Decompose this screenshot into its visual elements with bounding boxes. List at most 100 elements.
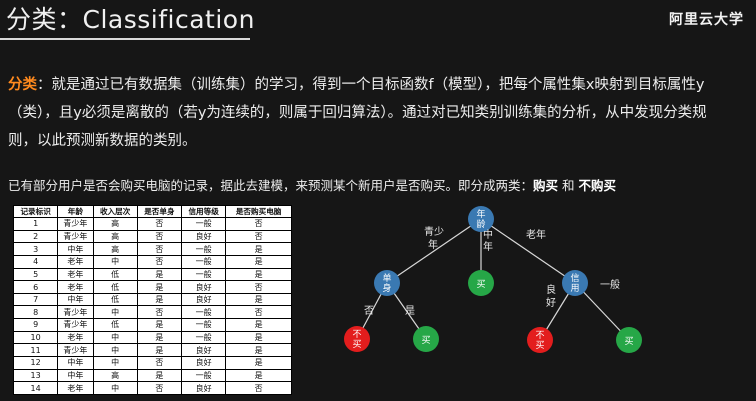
cell-income: 高 — [92, 368, 138, 383]
cell-income: 低 — [92, 267, 138, 282]
cell-age: 中年 — [57, 368, 94, 383]
node-single-label-2: 身 — [382, 282, 391, 294]
cell-single: 否 — [136, 254, 183, 269]
cell-income: 高 — [92, 229, 138, 244]
cell-buys: 否 — [225, 217, 292, 231]
cell-age: 青少年 — [57, 229, 94, 244]
cell-credit: 一般 — [181, 254, 227, 269]
leaf-nobuy-right-label-2: 买 — [535, 340, 544, 351]
cell-income: 中 — [92, 356, 138, 370]
cell-credit: 一般 — [181, 330, 227, 345]
edge-label-yes: 是 — [405, 305, 415, 317]
cell-single: 否 — [136, 381, 183, 395]
tree-node-credit: 信 用 — [562, 270, 588, 296]
page-title: 分类：Classification — [6, 5, 255, 34]
cell-single: 是 — [136, 318, 183, 332]
cell-credit: 良好 — [181, 343, 227, 358]
table-header-row: 记录标识 年龄 收入层次 是否单身 信用等级 是否购买电脑 — [12, 205, 292, 218]
tree-leaf-nobuy-right: 不 买 — [527, 327, 553, 353]
intro-conj: 和 — [558, 178, 579, 193]
cell-credit: 良好 — [181, 292, 227, 307]
edge-label-youth-2: 年 — [428, 238, 438, 251]
cell-buys: 是 — [225, 368, 292, 383]
edge-credit-buy — [574, 282, 630, 341]
cell-age: 老年 — [57, 267, 94, 282]
edge-label-middle-1: 中 — [483, 228, 493, 241]
class-buy: 购买 — [533, 178, 559, 193]
cell-record-id: 12 — [12, 356, 59, 370]
cell-credit: 一般 — [181, 267, 227, 282]
cell-age: 中年 — [57, 292, 94, 307]
cell-income: 低 — [92, 292, 138, 307]
cell-buys: 否 — [225, 229, 292, 244]
cell-record-id: 10 — [12, 330, 59, 345]
cell-age: 青少年 — [57, 343, 94, 358]
decision-tree: 年 龄 单 身 买 信 用 不 买 买 不 买 买 青少 年 中 年 老年 否 … — [344, 206, 642, 353]
definition-keyword: 分类 — [8, 77, 37, 93]
edge-label-middle-2: 年 — [483, 240, 493, 253]
cell-record-id: 2 — [12, 229, 59, 244]
cell-record-id: 5 — [12, 267, 59, 282]
cell-record-id: 7 — [12, 292, 59, 307]
brand-logo: 阿里云大学 — [669, 12, 744, 28]
cell-single: 否 — [136, 305, 183, 320]
definition-text: ：就是通过已有数据集（训练集）的学习，得到一个目标函数f（模型），把每个属性集x… — [8, 77, 707, 149]
edge-label-normal: 一般 — [600, 278, 620, 291]
cell-age: 青少年 — [57, 305, 94, 320]
cell-single: 是 — [136, 280, 183, 294]
tree-leaf-buy-middle: 买 — [468, 270, 494, 296]
header-income: 收入层次 — [92, 205, 138, 218]
cell-credit: 一般 — [181, 368, 227, 383]
edge-root-credit — [480, 218, 576, 284]
cell-income: 中 — [92, 330, 138, 345]
tree-leaf-buy-right: 买 — [616, 327, 642, 353]
cell-single: 否 — [136, 356, 183, 370]
title-underline — [0, 38, 250, 40]
class-no-buy: 不购买 — [578, 178, 616, 193]
cell-record-id: 6 — [12, 280, 59, 294]
cell-single: 否 — [136, 242, 183, 256]
cell-buys: 否 — [225, 305, 292, 320]
cell-record-id: 4 — [12, 254, 59, 269]
cell-income: 低 — [92, 318, 138, 332]
cell-buys: 是 — [225, 330, 292, 345]
cell-credit: 良好 — [181, 381, 227, 395]
cell-record-id: 9 — [12, 318, 59, 332]
cell-single: 否 — [136, 229, 183, 244]
cell-age: 老年 — [57, 381, 94, 395]
cell-buys: 是 — [225, 343, 292, 358]
node-credit-label-1: 信 — [570, 272, 579, 284]
cell-age: 青少年 — [57, 217, 94, 231]
header-age: 年龄 — [57, 205, 94, 218]
cell-record-id: 1 — [12, 217, 59, 231]
cell-buys: 是 — [225, 254, 292, 269]
intro-line: 已有部分用户是否会购买电脑的记录，据此去建模，来预测某个新用户是否购买。即分成两… — [8, 175, 748, 194]
cell-record-id: 8 — [12, 305, 59, 320]
cell-income: 中 — [92, 343, 138, 358]
leaf-buy-left-label: 买 — [421, 335, 430, 346]
cell-credit: 一般 — [181, 242, 227, 256]
cell-age: 青少年 — [57, 318, 94, 332]
cell-age: 老年 — [57, 280, 94, 294]
cell-age: 中年 — [57, 356, 94, 370]
header-record-id: 记录标识 — [12, 205, 59, 218]
cell-credit: 良好 — [181, 280, 227, 294]
cell-single: 是 — [136, 292, 183, 307]
tree-leaf-buy-left: 买 — [413, 326, 439, 352]
cell-age: 老年 — [57, 330, 94, 345]
cell-single: 否 — [136, 217, 183, 231]
node-credit-label-2: 用 — [570, 283, 579, 294]
tree-node-age: 年 龄 — [468, 206, 494, 232]
cell-credit: 一般 — [181, 305, 227, 320]
